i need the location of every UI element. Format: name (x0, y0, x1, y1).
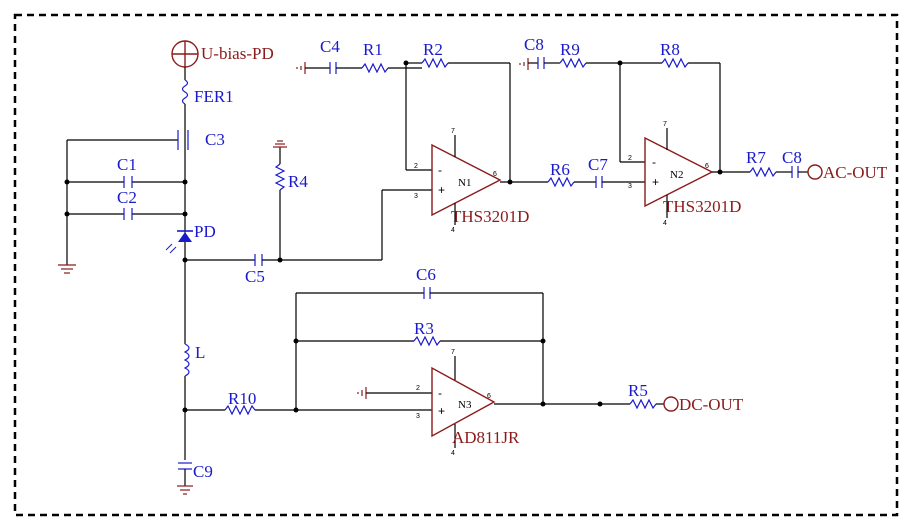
r9-label: R9 (560, 40, 580, 59)
n3-pin7: 7 (451, 349, 455, 356)
r1-resistor-icon (361, 62, 389, 74)
photodiode-icon (165, 230, 193, 254)
c9-capacitor-icon (178, 462, 192, 470)
n2-pin6: 6 (705, 163, 709, 170)
n3-pin4: 4 (451, 450, 455, 457)
c3-label: C3 (205, 130, 225, 149)
r7-label: R7 (746, 148, 766, 167)
n2-label: N2 (670, 169, 683, 181)
n1-label: N1 (458, 177, 471, 189)
ground-n3-icon (357, 387, 367, 399)
dashed-border (13, 13, 899, 517)
fer1-label: FER1 (194, 87, 234, 106)
n1-pin3: 3 (414, 193, 418, 200)
n2-minus: - (652, 155, 656, 169)
n3-pin6: 6 (487, 393, 491, 400)
dcout-label: DC-OUT (679, 395, 744, 414)
c9-label: C9 (193, 462, 213, 481)
c8b-label: C8 (782, 148, 802, 167)
n1-pin6: 6 (493, 171, 497, 178)
acout-terminal-icon (807, 164, 823, 180)
ths2-label: THS3201D (663, 197, 741, 216)
r6-resistor-icon (547, 176, 575, 188)
c4-capacitor-icon (329, 62, 337, 74)
n1-minus: - (438, 163, 442, 177)
c7-label: C7 (588, 155, 608, 174)
n1-opamp-icon (431, 143, 502, 217)
r5-label: R5 (628, 381, 648, 400)
dcout-terminal-icon (663, 396, 679, 412)
n3-plus: + (438, 404, 445, 418)
r5-resistor-icon (629, 398, 657, 410)
c5-label: C5 (245, 267, 265, 286)
r10-resistor-icon (224, 404, 256, 416)
n3-label: N3 (458, 399, 472, 411)
ubias-terminal-icon (171, 40, 199, 68)
c2-capacitor-icon (123, 208, 133, 220)
r10-label: R10 (228, 389, 256, 408)
c8a-label: C8 (524, 35, 544, 54)
c5-capacitor-icon (254, 254, 263, 266)
n3-minus: - (438, 386, 442, 400)
r8-label: R8 (660, 40, 680, 59)
r4-resistor-icon (274, 163, 286, 191)
r9-resistor-icon (559, 57, 587, 69)
n3-opamp-icon (431, 366, 496, 438)
ths1-label: THS3201D (451, 207, 529, 226)
c8b-capacitor-icon (791, 166, 799, 178)
n1-plus: + (438, 183, 445, 197)
ad811-label: AD811JR (452, 428, 520, 447)
n1-pin7: 7 (451, 128, 455, 135)
ground-c8a-icon (519, 58, 529, 70)
c2-label: C2 (117, 188, 137, 207)
r7-resistor-icon (749, 166, 777, 178)
n3-pin3: 3 (416, 413, 420, 420)
r8-resistor-icon (661, 57, 689, 69)
ubias-label: U-bias-PD (201, 44, 274, 63)
c8a-capacitor-icon (537, 57, 545, 69)
c7-capacitor-icon (595, 176, 603, 188)
c1-label: C1 (117, 155, 137, 174)
n2-opamp-icon (644, 136, 714, 208)
c6-capacitor-icon (423, 287, 431, 299)
acout-label: AC-OUT (823, 163, 888, 182)
ground-c4-icon (296, 62, 306, 74)
r3-resistor-icon (413, 335, 441, 347)
n2-pin3: 3 (628, 183, 632, 190)
ground-r4-icon (273, 140, 287, 148)
r6-label: R6 (550, 160, 570, 179)
r4-label: R4 (288, 172, 308, 191)
c1-capacitor-icon (123, 176, 133, 188)
n2-pin2: 2 (628, 155, 632, 162)
r1-label: R1 (363, 40, 383, 59)
n3-pin2: 2 (416, 385, 420, 392)
n2-pin7: 7 (663, 121, 667, 128)
l-inductor-icon (183, 343, 190, 377)
c4-label: C4 (320, 37, 340, 56)
c6-label: C6 (416, 265, 436, 284)
n2-plus: + (652, 175, 659, 189)
r2-label: R2 (423, 40, 443, 59)
fer1-inductor-icon (181, 79, 189, 105)
n1-pin2: 2 (414, 163, 418, 170)
pd-label: PD (194, 222, 216, 241)
ground-left-icon (58, 264, 76, 274)
n1-pin4: 4 (451, 227, 455, 234)
n2-pin4: 4 (663, 220, 667, 227)
r2-resistor-icon (421, 57, 449, 69)
l-label: L (195, 343, 205, 362)
r3-label: R3 (414, 319, 434, 338)
ground-c9-icon (177, 485, 193, 495)
